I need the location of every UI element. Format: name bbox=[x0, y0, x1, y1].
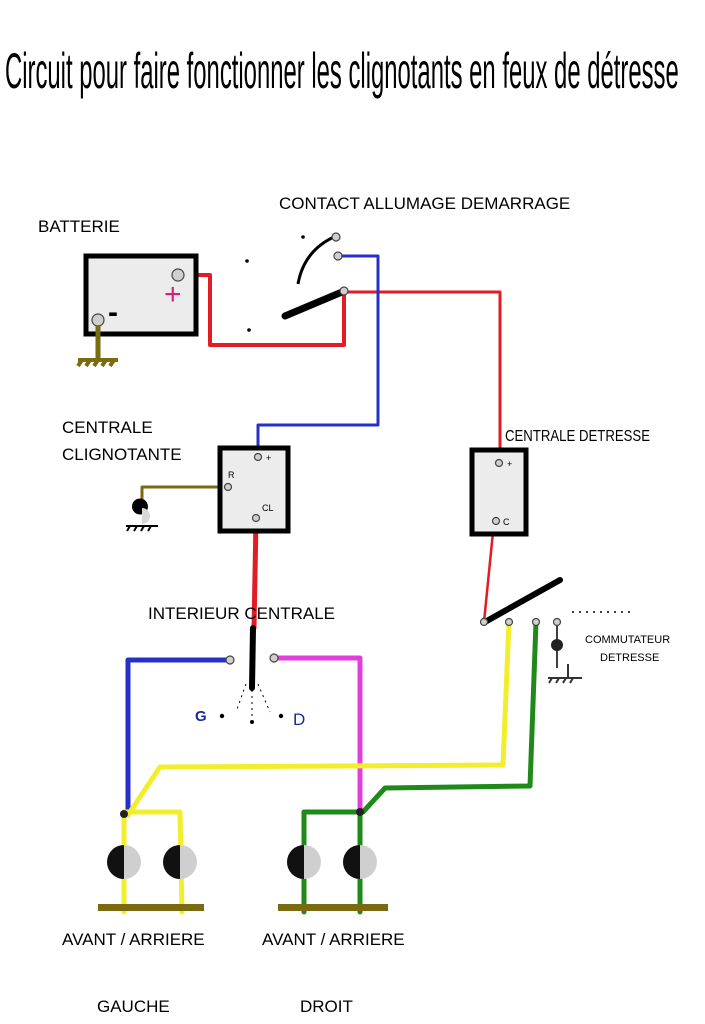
wires bbox=[121, 254, 539, 915]
indicator-dot-g bbox=[219, 713, 225, 719]
wire-magenta-right bbox=[271, 655, 363, 815]
flasher-plus-terminal bbox=[253, 452, 263, 462]
ignition-terminal-main bbox=[339, 286, 349, 296]
hazard-switch-lever bbox=[482, 577, 563, 625]
lamps-left-ground-bar bbox=[98, 904, 204, 911]
lamps-left-side: GAUCHE bbox=[97, 997, 170, 1016]
hazard-switch-label-line2: DETRESSE bbox=[600, 652, 659, 664]
hazard-switch-pivot bbox=[479, 617, 489, 627]
hazard-plus-label: + bbox=[507, 459, 512, 469]
indicator-switch-d-letter: D bbox=[293, 710, 305, 729]
battery-ground-icon bbox=[76, 358, 118, 368]
indicator-switch-dashes bbox=[235, 683, 271, 718]
diagram-title: Circuit pour faire fonctionner les clign… bbox=[5, 42, 679, 98]
indicator-switch: INTERIEUR CENTRALE G D bbox=[148, 604, 335, 729]
lamps-left-label: AVANT / ARRIERE bbox=[62, 930, 205, 949]
ignition-contact-arc bbox=[296, 234, 337, 285]
flasher-warning-lamp-half bbox=[142, 508, 150, 524]
hazard-unit: CENTRALE DETRESSE + C bbox=[469, 428, 650, 537]
hazard-switch: COMMUTATEUR DETRESSE bbox=[479, 577, 670, 684]
hazard-switch-right-terminal bbox=[531, 617, 541, 627]
flasher-plus-label: + bbox=[266, 453, 271, 463]
wire-red-ignition-hazard bbox=[342, 290, 502, 460]
flasher-cl-terminal bbox=[251, 513, 261, 523]
hazard-plus-terminal bbox=[494, 458, 504, 468]
indicator-switch-lever bbox=[249, 625, 256, 691]
wire-ground-flasher bbox=[140, 485, 230, 514]
flasher-r-label: R bbox=[228, 470, 235, 480]
wire-red-flasher-switch bbox=[251, 517, 259, 631]
hazard-c-label: C bbox=[503, 517, 510, 527]
battery-minus-sign: - bbox=[108, 296, 118, 329]
wire-red-battery-ignition bbox=[194, 273, 346, 347]
ignition-terminal-acc bbox=[333, 251, 343, 261]
ignition-switch: CONTACT ALLUMAGE DEMARRAGE bbox=[245, 194, 570, 332]
ignition-terminal-top bbox=[331, 232, 341, 242]
indicator-switch-d-terminal bbox=[269, 653, 279, 663]
ignition-dot-3 bbox=[247, 328, 251, 332]
hazard-switch-left-terminal bbox=[504, 617, 514, 627]
flasher-cl-label: CL bbox=[262, 503, 274, 513]
indicator-dot-d bbox=[278, 713, 284, 719]
battery-plus-sign: + bbox=[164, 278, 182, 311]
wire-green-hazard-right bbox=[360, 619, 539, 815]
battery: BATTERIE + - bbox=[38, 217, 199, 368]
ignition-dot-1 bbox=[301, 235, 305, 239]
flasher-r-terminal bbox=[223, 482, 233, 492]
flasher-unit: CENTRALE CLIGNOTANTE + R CL bbox=[62, 418, 291, 534]
lamps-right-label: AVANT / ARRIERE bbox=[262, 930, 405, 949]
hazard-c-terminal bbox=[491, 516, 501, 526]
ignition-dot-2 bbox=[245, 259, 249, 263]
battery-plus-terminal bbox=[171, 268, 185, 282]
flasher-label-line1: CENTRALE bbox=[62, 418, 153, 437]
indicator-dot-center bbox=[250, 720, 254, 724]
lamps-right-ground-bar bbox=[278, 904, 388, 911]
wire-blue-ignition-flasher bbox=[256, 254, 380, 457]
indicator-switch-label: INTERIEUR CENTRALE bbox=[148, 604, 335, 623]
junction-left bbox=[120, 810, 128, 818]
ignition-label: CONTACT ALLUMAGE DEMARRAGE bbox=[279, 194, 570, 213]
hazard-unit-label: CENTRALE DETRESSE bbox=[505, 428, 650, 445]
hazard-switch-extra-terminal bbox=[552, 617, 562, 627]
indicator-switch-g-letter: G bbox=[195, 708, 207, 725]
indicator-switch-g-terminal bbox=[225, 655, 235, 665]
hazard-switch-ground-icon bbox=[548, 664, 582, 684]
flasher-label-line2: CLIGNOTANTE bbox=[62, 445, 182, 464]
wire-blue-left bbox=[125, 657, 233, 818]
wire-red-hazard-switch bbox=[482, 520, 496, 624]
lamp-right-rear bbox=[343, 845, 377, 879]
lamp-left-front bbox=[107, 845, 141, 879]
lamps-right: AVANT / ARRIERE DROIT bbox=[262, 845, 405, 1016]
wire-yellow-hazard-left bbox=[125, 619, 512, 818]
lamp-right-front bbox=[287, 845, 321, 879]
hazard-switch-lamp-icon bbox=[551, 639, 563, 651]
battery-label: BATTERIE bbox=[38, 217, 120, 236]
lamps-left: AVANT / ARRIERE GAUCHE bbox=[62, 845, 205, 1016]
lamp-left-rear bbox=[163, 845, 197, 879]
flasher-ground-icon bbox=[126, 525, 158, 532]
battery-minus-terminal bbox=[91, 313, 105, 327]
lamps-right-side: DROIT bbox=[300, 997, 353, 1016]
ignition-lever bbox=[281, 288, 346, 320]
junction-right bbox=[356, 808, 364, 816]
hazard-switch-label-line1: COMMUTATEUR bbox=[585, 634, 670, 646]
